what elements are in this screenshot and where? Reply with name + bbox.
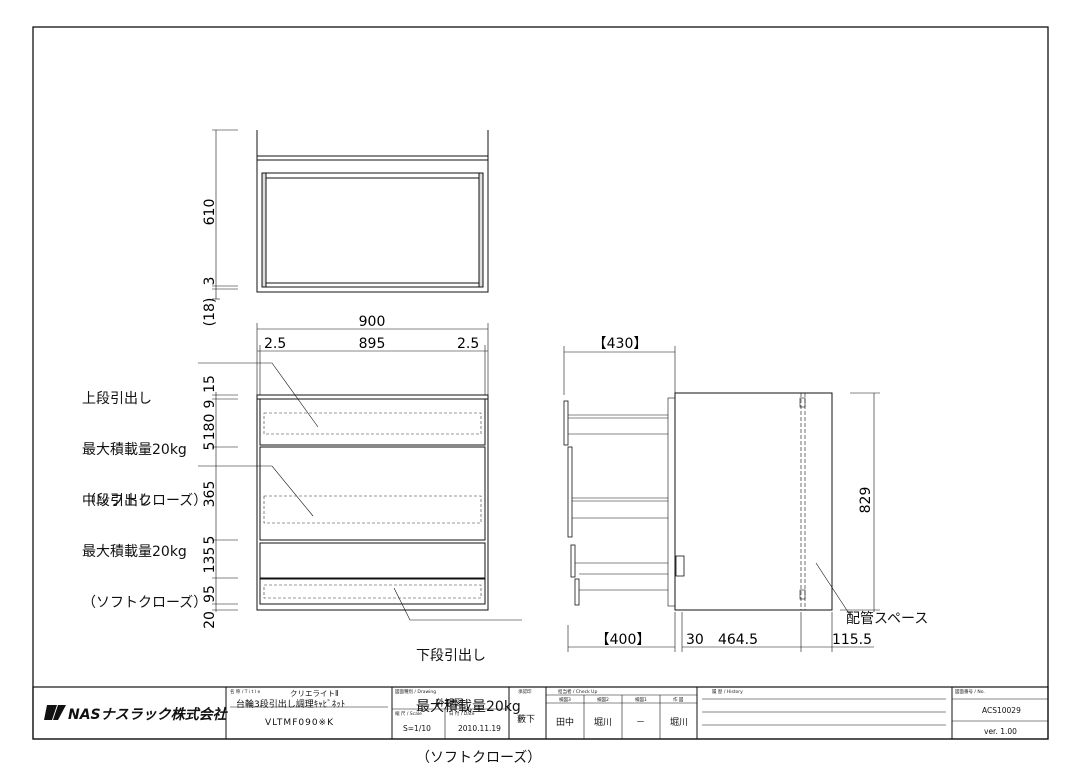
front-left-dims: [212, 392, 238, 612]
checker-2-name: 堀川: [594, 718, 613, 728]
front-view: [256, 394, 489, 611]
approver-name: 藪下: [517, 715, 536, 725]
dim-9: 9: [202, 400, 218, 409]
dim-180: 180: [202, 414, 218, 441]
dim-2-5-right: 2.5: [457, 336, 479, 352]
dim-135: 135: [202, 547, 218, 574]
drafter-head: 作 図: [673, 698, 684, 703]
scale-label: 縮 尺 / Scale: [395, 712, 422, 717]
company-logo: [44, 705, 66, 720]
lower-drawer-label: 下段引出し 最大積載量20kg （ソフトクローズ）: [416, 614, 541, 784]
upper-drawer-note: （ソフトクローズ）: [82, 493, 208, 509]
dim-365: 365: [202, 481, 218, 508]
title-block-grid: [32, 686, 1049, 740]
dim-95: 95: [202, 585, 218, 603]
checker-1-name: －: [636, 718, 646, 728]
dim-900: 900: [359, 314, 386, 330]
upper-drawer-name: 上段引出し: [82, 391, 152, 407]
date-label: 日 付 / Date: [449, 712, 475, 717]
dim-829: 829: [858, 487, 874, 514]
checker-3-name: 田中: [556, 718, 575, 728]
drawing-number: ACS10029: [982, 706, 1021, 715]
dim-30: 30: [686, 632, 704, 648]
version-number: ver. 1.00: [984, 727, 1017, 736]
lower-drawer-load: 最大積載量20kg: [416, 699, 521, 715]
check-label: 担当者 / Check Up: [558, 690, 598, 695]
side-dims: [563, 346, 880, 652]
company-name: NASナスラック株式会社: [68, 707, 227, 723]
product-title: クリエライトⅡ: [290, 689, 339, 698]
piping-space-label: 配管スペース: [846, 611, 929, 627]
middle-drawer-note: （ソフトクローズ）: [82, 595, 208, 611]
upper-drawer-load: 最大積載量20kg: [82, 442, 187, 458]
model-number: VLTMF090※K: [265, 718, 334, 728]
leader-lines: [198, 362, 851, 621]
drawing-type-label: 図面種別 / Drawing: [395, 690, 437, 695]
dim-2-5-left: 2.5: [264, 336, 286, 352]
approval-label: 承認印: [518, 690, 532, 695]
dim-15: 15: [202, 375, 218, 393]
top-view: [212, 129, 489, 300]
upper-drawer-label: 上段引出し 最大積載量20kg （ソフトクローズ）: [82, 357, 207, 527]
dim-610: 610: [202, 199, 218, 226]
date-value: 2010.11.19: [458, 724, 501, 733]
dim-5b: 5: [202, 536, 218, 545]
drawer-handles: [263, 412, 482, 599]
drafter-name: 堀川: [670, 718, 689, 728]
lower-drawer-note: （ソフトクローズ）: [416, 750, 542, 766]
drawing-sheet: 610 3 (18) 900 2.5 895 2.5 15: [32, 26, 1049, 740]
lower-drawer-name: 下段引出し: [416, 648, 486, 664]
dim-464-5: 464.5: [718, 632, 758, 648]
middle-drawer-label: 中段引出し 最大積載量20kg （ソフトクローズ）: [82, 459, 207, 629]
check-head-1: 検図1: [635, 698, 647, 703]
history-label: 履 歴 / History: [712, 690, 743, 695]
dim-115-5: 115.5: [832, 632, 872, 648]
middle-drawer-load: 最大積載量20kg: [82, 544, 187, 560]
dim-18: (18): [202, 298, 218, 327]
scale-value: S=1/10: [403, 724, 431, 733]
side-view: [563, 392, 833, 611]
drawing-number-label: 図面番号 / No.: [955, 690, 985, 695]
dim-430: 【430】: [593, 336, 648, 352]
dim-5a: 5: [202, 442, 218, 451]
check-head-3: 検図3: [559, 698, 571, 703]
product-subtitle: 台輪3段引出し調理ｷｬﾋﾞﾈｯﾄ: [236, 700, 346, 710]
dim-895: 895: [359, 336, 386, 352]
middle-drawer-name: 中段引出し: [82, 493, 152, 509]
drawing-type: 外観図: [436, 699, 464, 709]
front-left-dim-labels: 15 9 180 5 365 5 135 95 20: [202, 375, 218, 629]
check-head-2: 検図2: [597, 698, 609, 703]
dim-20: 20: [202, 611, 218, 629]
front-width-dims: [256, 323, 489, 395]
logo-mark-icon: [44, 705, 66, 720]
title-label: 名 称 / T i t l e: [230, 690, 261, 695]
dim-3: 3: [202, 277, 218, 286]
dim-400: 【400】: [596, 632, 651, 648]
